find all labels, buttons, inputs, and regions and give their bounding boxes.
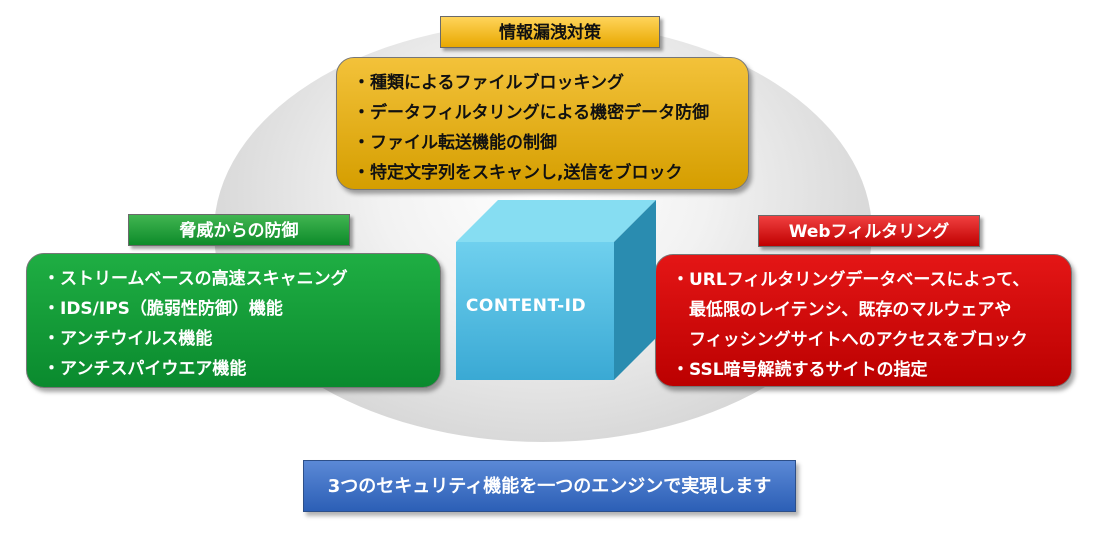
cube-side-face (614, 200, 656, 380)
web-filtering-title: Webフィルタリング (758, 215, 980, 247)
list-item: ・種類によるファイルブロッキング (353, 73, 624, 93)
list-item: ・アンチウイルス機能 (43, 329, 213, 349)
cube-top-face (456, 200, 656, 242)
cube-front-face (456, 242, 614, 380)
list-item: フィッシングサイトへのアクセスをブロック (672, 330, 1028, 350)
list-item: ・特定文字列をスキャンし,送信をブロック (353, 163, 683, 183)
list-item: ・URLフィルタリングデータベースによって、 (672, 270, 1030, 290)
list-item: ・アンチスパイウエア機能 (43, 359, 247, 379)
list-item: ・ファイル転送機能の制御 (353, 133, 557, 153)
threat-defense-title: 脅威からの防御 (128, 214, 350, 246)
threat-defense-list: ・ストリームベースの高速スキャニング ・IDS/IPS（脆弱性防御）機能 ・アン… (43, 264, 424, 384)
info-leak-list: ・種類によるファイルブロッキング ・データフィルタリングによる機密データ防御 ・… (353, 68, 732, 188)
info-leak-title: 情報漏洩対策 (440, 16, 660, 48)
info-leak-panel: ・種類によるファイルブロッキング ・データフィルタリングによる機密データ防御 ・… (336, 57, 749, 190)
web-filtering-list: ・URLフィルタリングデータベースによって、 最低限のレイテンシ、既存のマルウェ… (672, 265, 1055, 385)
list-item: ・ストリームベースの高速スキャニング (43, 269, 348, 289)
web-filtering-panel: ・URLフィルタリングデータベースによって、 最低限のレイテンシ、既存のマルウェ… (655, 254, 1072, 387)
list-item: 最低限のレイテンシ、既存のマルウェアや (672, 300, 1012, 320)
summary-banner: 3つのセキュリティ機能を一つのエンジンで実現します (303, 460, 796, 512)
list-item: ・SSL暗号解読するサイトの指定 (672, 360, 928, 380)
content-id-label: CONTENT-ID (465, 296, 587, 316)
list-item: ・データフィルタリングによる機密データ防御 (353, 103, 710, 123)
content-id-cube (456, 200, 656, 380)
threat-defense-panel: ・ストリームベースの高速スキャニング ・IDS/IPS（脆弱性防御）機能 ・アン… (26, 253, 441, 388)
list-item: ・IDS/IPS（脆弱性防御）機能 (43, 299, 283, 319)
